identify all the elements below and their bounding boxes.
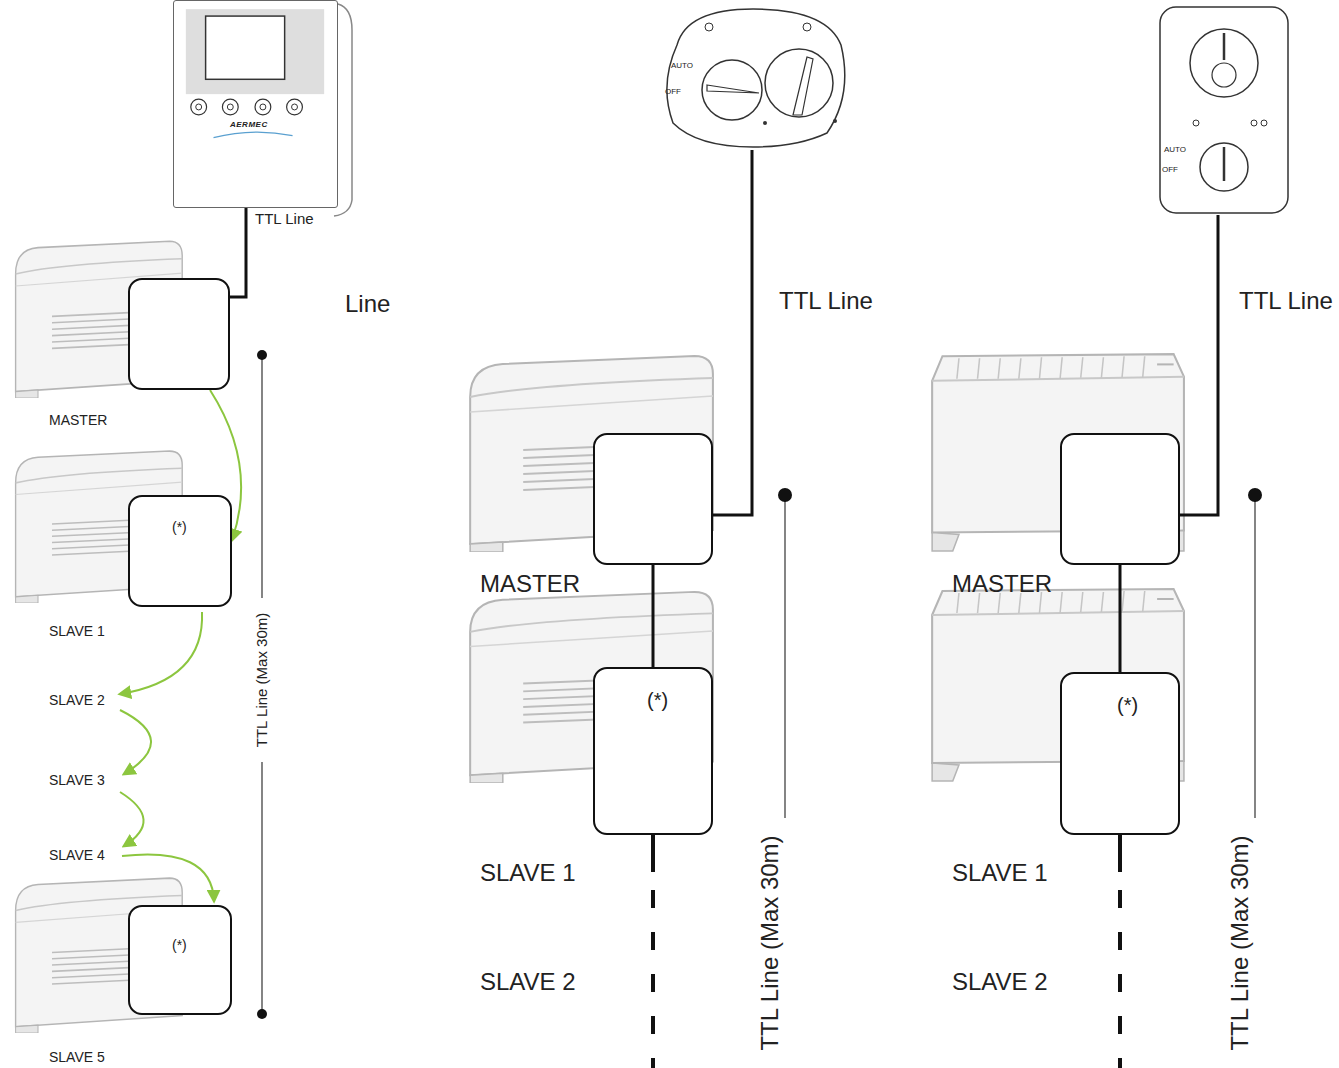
unit-label: SLAVE 1	[952, 859, 1048, 887]
unit-label: SLAVE 2	[950, 968, 1050, 996]
ttl-line	[230, 208, 246, 297]
ttl-line	[652, 565, 655, 667]
unit-label: SLAVE 4	[47, 847, 107, 863]
control-box: MASTER	[128, 278, 230, 390]
length-note: TTL Line (Max 30m)	[756, 833, 784, 1052]
line-label: TTL Line	[1237, 287, 1335, 315]
thermostat-dial: AUTO OFF	[1158, 5, 1290, 215]
unit-label: SLAVE 2	[47, 692, 107, 708]
control-box: (*)SLAVE 1	[1060, 672, 1180, 835]
unit-label: SLAVE 1	[49, 623, 105, 639]
unit-label: MASTER	[480, 570, 580, 598]
dial-mark: OFF	[665, 87, 681, 96]
dial-mark: AUTO	[671, 61, 693, 70]
length-note: TTL Line (Max 30m)	[1226, 833, 1254, 1052]
note-mark: (*)	[647, 689, 668, 712]
device-outline	[1158, 5, 1290, 215]
control-box: MASTER	[1060, 433, 1180, 565]
device-outline	[657, 5, 850, 150]
ttl-line	[1119, 565, 1122, 672]
ttl-line	[713, 150, 752, 515]
thermostat-dial: AUTO OFF	[657, 5, 850, 150]
line-label: TTL Line	[253, 210, 316, 227]
length-note: TTL Line (Max 30m)	[253, 611, 270, 749]
unit-label: SLAVE 1	[480, 859, 576, 887]
brand-logo: AERMEC	[230, 120, 268, 129]
note-mark: (*)	[1117, 694, 1138, 717]
control-box: (*)SLAVE 1	[128, 495, 232, 607]
unit-label: Line	[343, 290, 392, 318]
control-box: (*)SLAVE 1	[593, 667, 713, 835]
control-box: MASTER	[593, 433, 713, 565]
unit-label: SLAVE 2	[478, 968, 578, 996]
note-mark: (*)	[172, 519, 187, 535]
line-label: TTL Line	[777, 287, 875, 315]
note-mark: (*)	[172, 937, 187, 953]
device-outline	[174, 1, 337, 207]
unit-label: MASTER	[49, 412, 107, 428]
dial-mark: OFF	[1162, 165, 1178, 174]
wall-controller: AERMEC	[173, 0, 338, 208]
unit-label: SLAVE 3	[47, 772, 107, 788]
control-box: (*)SLAVE 5	[128, 905, 232, 1015]
unit-label: MASTER	[952, 570, 1052, 598]
dial-mark: AUTO	[1164, 145, 1186, 154]
unit-label: SLAVE 5	[49, 1049, 105, 1065]
ttl-line	[1180, 215, 1218, 515]
